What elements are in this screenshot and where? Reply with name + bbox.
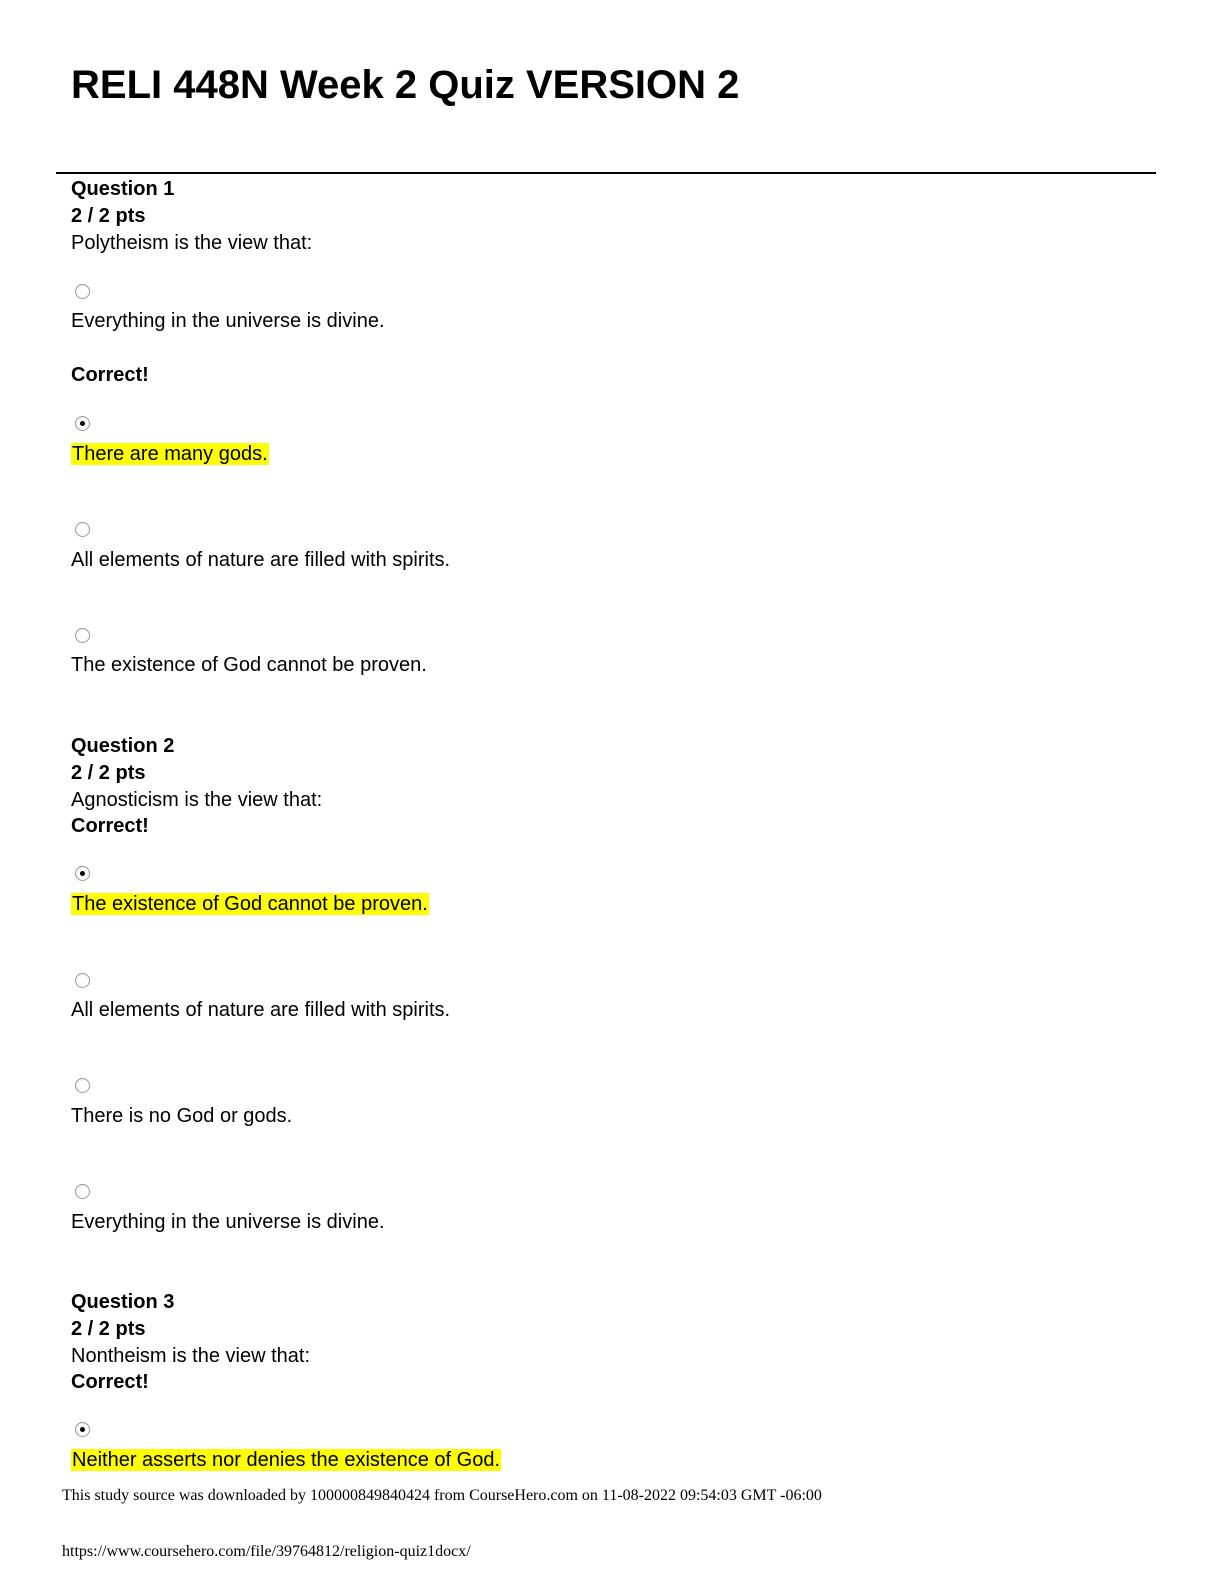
question-1-option-1-text: Everything in the universe is divine. xyxy=(71,310,385,332)
question-1-option-2-radio[interactable] xyxy=(75,416,90,431)
question-2-option-4-radio[interactable] xyxy=(75,1184,90,1199)
question-3-points: 2 / 2 pts xyxy=(71,1318,146,1340)
question-1-label: Question 1 xyxy=(71,178,175,200)
question-2-option-4-text: Everything in the universe is divine. xyxy=(71,1211,385,1233)
footer-url[interactable]: https://www.coursehero.com/file/39764812… xyxy=(62,1543,471,1560)
title-divider xyxy=(56,172,1156,174)
question-2-option-2-text: All elements of nature are filled with s… xyxy=(71,999,451,1021)
question-3-option-1-text: Neither asserts nor denies the existence… xyxy=(71,1449,502,1471)
question-2-option-1-text: The existence of God cannot be proven. xyxy=(71,893,429,915)
question-3-label: Question 3 xyxy=(71,1291,175,1313)
question-2-correct-label: Correct! xyxy=(71,815,149,837)
footer-source-line: This study source was downloaded by 1000… xyxy=(62,1487,822,1504)
question-3-prompt: Nontheism is the view that: xyxy=(71,1345,310,1367)
question-2-option-2-radio[interactable] xyxy=(75,973,90,988)
question-1-prompt: Polytheism is the view that: xyxy=(71,232,313,254)
question-1-option-4-text: The existence of God cannot be proven. xyxy=(71,654,427,676)
question-1-option-3-radio[interactable] xyxy=(75,522,90,537)
question-1-option-4-radio[interactable] xyxy=(75,628,90,643)
question-2-option-3-text: There is no God or gods. xyxy=(71,1105,293,1127)
question-2-option-1-radio[interactable] xyxy=(75,866,90,881)
question-3-option-1-radio[interactable] xyxy=(75,1422,90,1437)
question-2-points: 2 / 2 pts xyxy=(71,762,146,784)
question-1-option-2-text: There are many gods. xyxy=(71,443,269,465)
question-2-label: Question 2 xyxy=(71,735,175,757)
question-3-correct-label: Correct! xyxy=(71,1371,149,1393)
question-1-points: 2 / 2 pts xyxy=(71,205,146,227)
question-2-prompt: Agnosticism is the view that: xyxy=(71,789,323,811)
question-1-option-1-radio[interactable] xyxy=(75,284,90,299)
question-1-option-3-text: All elements of nature are filled with s… xyxy=(71,549,451,571)
question-1-correct-label: Correct! xyxy=(71,364,149,386)
page-title: RELI 448N Week 2 Quiz VERSION 2 xyxy=(71,63,740,107)
question-2-option-3-radio[interactable] xyxy=(75,1078,90,1093)
